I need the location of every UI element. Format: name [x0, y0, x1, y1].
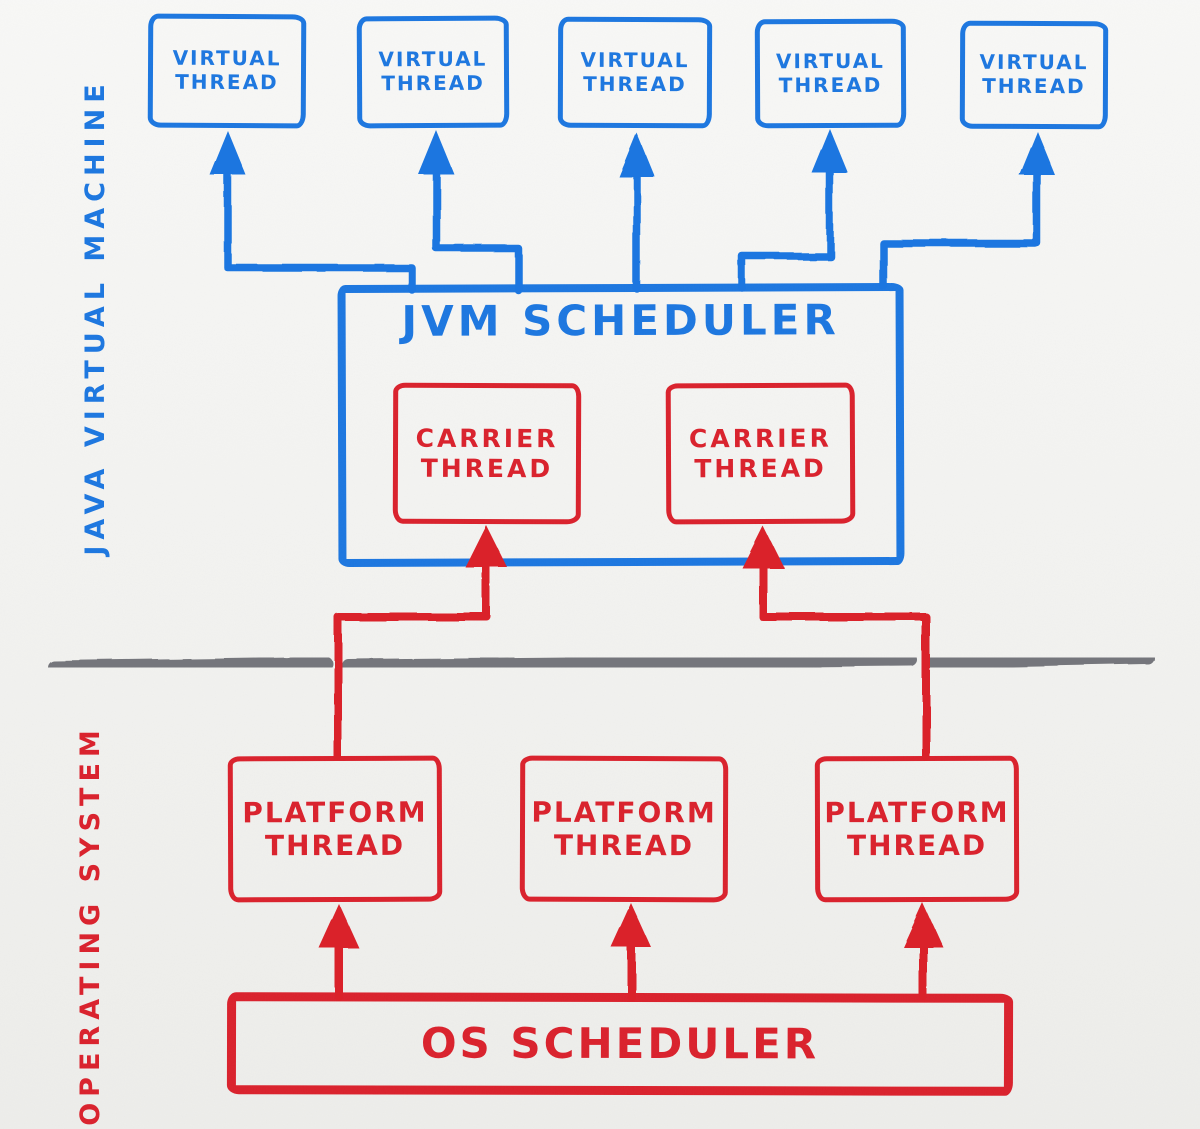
- os-scheduler-title: OS SCHEDULER: [420, 1018, 820, 1069]
- arrow-up-head-vt2: [418, 130, 454, 174]
- virtual-thread-label-5: VIRTUAL THREAD: [979, 50, 1089, 99]
- platform-thread-box-2: PLATFORM THREAD: [519, 755, 729, 903]
- os-side-label: OPERATING SYSTEM: [74, 724, 106, 1126]
- arrow-line-vt5: [879, 166, 1041, 290]
- virtual-thread-label-2: VIRTUAL THREAD: [378, 47, 488, 96]
- arrow-line-carrier1: [334, 560, 491, 761]
- arrow-up-head-vt1: [210, 131, 246, 175]
- platform-thread-box-3: PLATFORM THREAD: [814, 755, 1020, 903]
- carrier-thread-box-1: CARRIER THREAD: [392, 382, 582, 525]
- arrow-line-vt4: [738, 164, 834, 292]
- virtual-thread-label-3: VIRTUAL THREAD: [580, 47, 690, 96]
- arrow-up-head-platform1: [318, 903, 358, 947]
- arrow-up-head-vt3: [619, 133, 655, 177]
- jvm-scheduler-title: JVM SCHEDULER: [401, 295, 840, 346]
- arrow-line-carrier2: [759, 560, 930, 761]
- arrow-up-head-platform2: [611, 903, 651, 947]
- platform-thread-label-1: PLATFORM THREAD: [242, 795, 428, 863]
- virtual-thread-box-4: VIRTUAL THREAD: [754, 18, 907, 129]
- jvm-side-label: JAVA VIRTUAL MACHINE: [79, 78, 111, 556]
- jvm-to-virtual-thread-arrows: [210, 129, 1055, 294]
- virtual-thread-label-4: VIRTUAL THREAD: [775, 48, 885, 97]
- virtual-thread-label-1: VIRTUAL THREAD: [172, 46, 282, 95]
- platform-thread-label-2: PLATFORM THREAD: [531, 795, 717, 863]
- arrow-up-head-platform3: [903, 903, 943, 947]
- virtual-thread-box-2: VIRTUAL THREAD: [356, 15, 510, 129]
- divider-segment-3: [925, 651, 1155, 669]
- arrow-up-head-vt4: [812, 129, 848, 173]
- divider-segment-2: [341, 653, 918, 672]
- platform-thread-box-1: PLATFORM THREAD: [227, 755, 443, 903]
- platform-thread-label-3: PLATFORM THREAD: [824, 795, 1010, 863]
- carrier-thread-label-1: CARRIER THREAD: [415, 423, 559, 483]
- carrier-thread-label-2: CARRIER THREAD: [688, 423, 832, 483]
- carrier-thread-box-2: CARRIER THREAD: [665, 382, 856, 525]
- virtual-thread-box-5: VIRTUAL THREAD: [959, 20, 1109, 130]
- os-to-platform-arrows: [318, 903, 943, 1000]
- arrow-up-head-vt5: [1019, 131, 1055, 175]
- os-jvm-divider: [47, 651, 1155, 674]
- virtual-thread-box-1: VIRTUAL THREAD: [147, 13, 307, 129]
- virtual-thread-box-3: VIRTUAL THREAD: [557, 16, 713, 129]
- divider-segment-1: [47, 656, 333, 674]
- arrow-line-vt1: [224, 166, 416, 294]
- os-scheduler-box: OS SCHEDULER: [226, 992, 1014, 1096]
- arrow-line-vt2: [432, 164, 522, 294]
